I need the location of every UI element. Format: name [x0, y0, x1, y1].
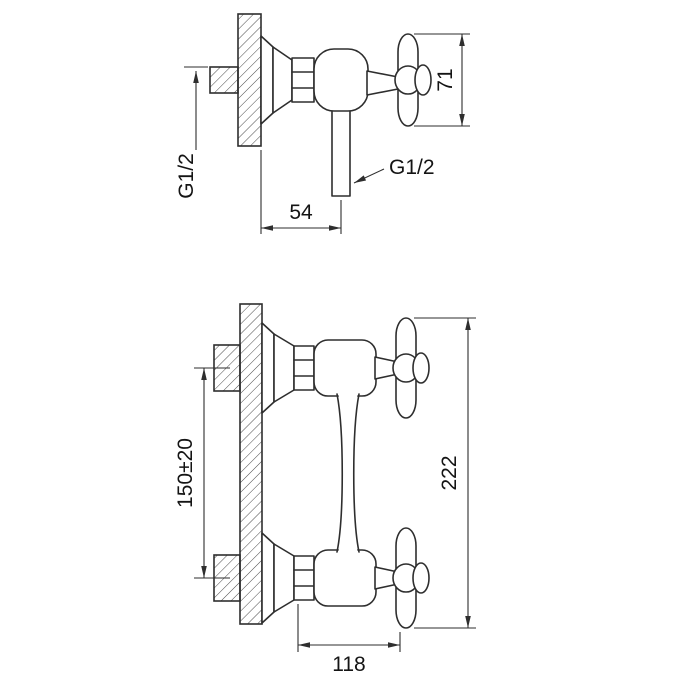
label-dim-71: 71 [434, 68, 457, 91]
outlet-pipe [331, 105, 351, 197]
wall-hatch-front [239, 303, 263, 625]
hex-nut-front-top [293, 345, 315, 391]
handle-cap-bottom [412, 562, 430, 594]
handle-neck-side [366, 70, 399, 96]
dimension-inlet-centers: 150±20 [174, 367, 230, 579]
hex-nut-front-bottom [293, 555, 315, 601]
escutcheon-front-bottom [261, 532, 295, 624]
cross-handle-side [394, 33, 432, 127]
cross-handle-bottom [392, 527, 430, 629]
dimension-overall-width: 118 [297, 604, 401, 676]
inlet-pipe-stub-side [209, 66, 239, 94]
front-view: 150±20 222 118 [174, 303, 476, 676]
callout-outlet-thread: G1/2 [353, 156, 435, 184]
body-bottom-horn [313, 549, 377, 607]
dimension-handle-height: 71 [414, 33, 470, 127]
wall-section-front [213, 303, 263, 625]
cross-handle-top [392, 317, 430, 419]
escutcheon-front-top [261, 322, 295, 414]
dimension-wall-to-outlet: 54 [260, 150, 342, 234]
wall-hatch-side [237, 13, 262, 147]
valve-body-front [313, 339, 399, 607]
dimension-overall-height: 222 [414, 317, 476, 629]
label-dim-150: 150±20 [174, 438, 197, 508]
callout-inlet-thread: G1/2 [175, 66, 208, 199]
label-inlet-thread: G1/2 [175, 153, 198, 199]
label-outlet-thread: G1/2 [389, 156, 435, 179]
handle-cap-top [412, 352, 430, 384]
label-dim-222: 222 [438, 455, 461, 490]
side-view: G1/2 G1/2 71 54 [175, 13, 470, 234]
hex-nut-side [291, 57, 315, 103]
body-top-horn [313, 339, 377, 397]
handle-cap-side [414, 64, 432, 96]
escutcheon-side [260, 35, 293, 125]
label-dim-118: 118 [332, 653, 365, 676]
wall-section-side [209, 13, 262, 147]
valve-body-side [313, 48, 369, 112]
label-dim-54: 54 [289, 201, 313, 224]
